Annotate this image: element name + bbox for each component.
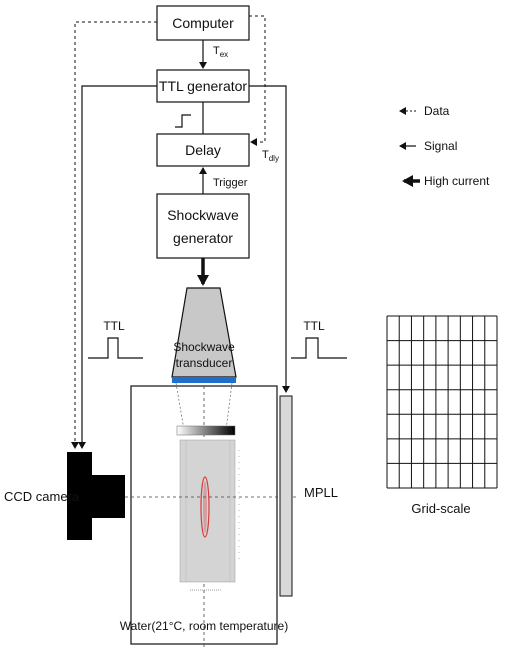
bubble-column bbox=[200, 476, 210, 538]
ttl-generator-block: TTL generator bbox=[156, 69, 250, 103]
shockwave-generator-block: Shockwave generator bbox=[156, 193, 250, 259]
ttl-mpll-signal-line bbox=[249, 85, 290, 393]
delay-block: Delay bbox=[156, 133, 250, 167]
ccd-camera: CCD camera bbox=[4, 452, 125, 540]
tex-label: Tex bbox=[213, 45, 228, 59]
water-tank: Water(21°C, room temperature) bbox=[120, 385, 288, 645]
legend-signal-label: Signal bbox=[424, 139, 457, 153]
mpll-label: MPLL bbox=[304, 485, 338, 500]
shockwave-generator-label-2: generator bbox=[173, 230, 233, 246]
legend-high-current-label: High current bbox=[424, 174, 490, 188]
computer-delay-data-line bbox=[249, 15, 266, 146]
grid-scale-label: Grid-scale bbox=[411, 501, 470, 516]
ccd-camera-label: CCD camera bbox=[4, 489, 80, 504]
mpll: MPLL bbox=[279, 395, 338, 597]
computer-camera-data-line bbox=[71, 21, 157, 449]
legend-signal: Signal bbox=[399, 139, 457, 153]
computer-label: Computer bbox=[172, 15, 234, 31]
ttl-pulse-left bbox=[88, 337, 143, 359]
legend: Data Signal High current bbox=[399, 104, 490, 188]
legend-data-label: Data bbox=[424, 104, 450, 118]
shockwave-transducer: Shockwave transducer bbox=[171, 287, 237, 383]
grid-scale: Grid-scale bbox=[386, 315, 498, 516]
ttl-pulse-right bbox=[291, 337, 347, 359]
ttl-label-right: TTL bbox=[303, 319, 325, 333]
shockwave-generator-label-1: Shockwave bbox=[167, 207, 239, 223]
tdly-label: Tdly bbox=[262, 149, 279, 163]
trigger-label: Trigger bbox=[213, 177, 248, 189]
step-pulse-icon bbox=[175, 114, 191, 128]
legend-data: Data bbox=[399, 104, 450, 118]
delay-label: Delay bbox=[185, 142, 221, 158]
transducer-face bbox=[172, 377, 236, 383]
transducer-label-2: transducer bbox=[176, 356, 233, 370]
ttl-generator-label: TTL generator bbox=[159, 78, 248, 94]
legend-high-current: High current bbox=[402, 174, 490, 188]
ttl-label-left: TTL bbox=[103, 319, 125, 333]
ttl-camera-signal-line bbox=[78, 85, 157, 449]
bubble-image bbox=[179, 439, 236, 583]
transducer-label-1: Shockwave bbox=[173, 340, 235, 354]
computer-block: Computer bbox=[156, 5, 250, 41]
shockwave-image-inset bbox=[176, 425, 240, 591]
grayscale-colorbar bbox=[176, 425, 236, 436]
